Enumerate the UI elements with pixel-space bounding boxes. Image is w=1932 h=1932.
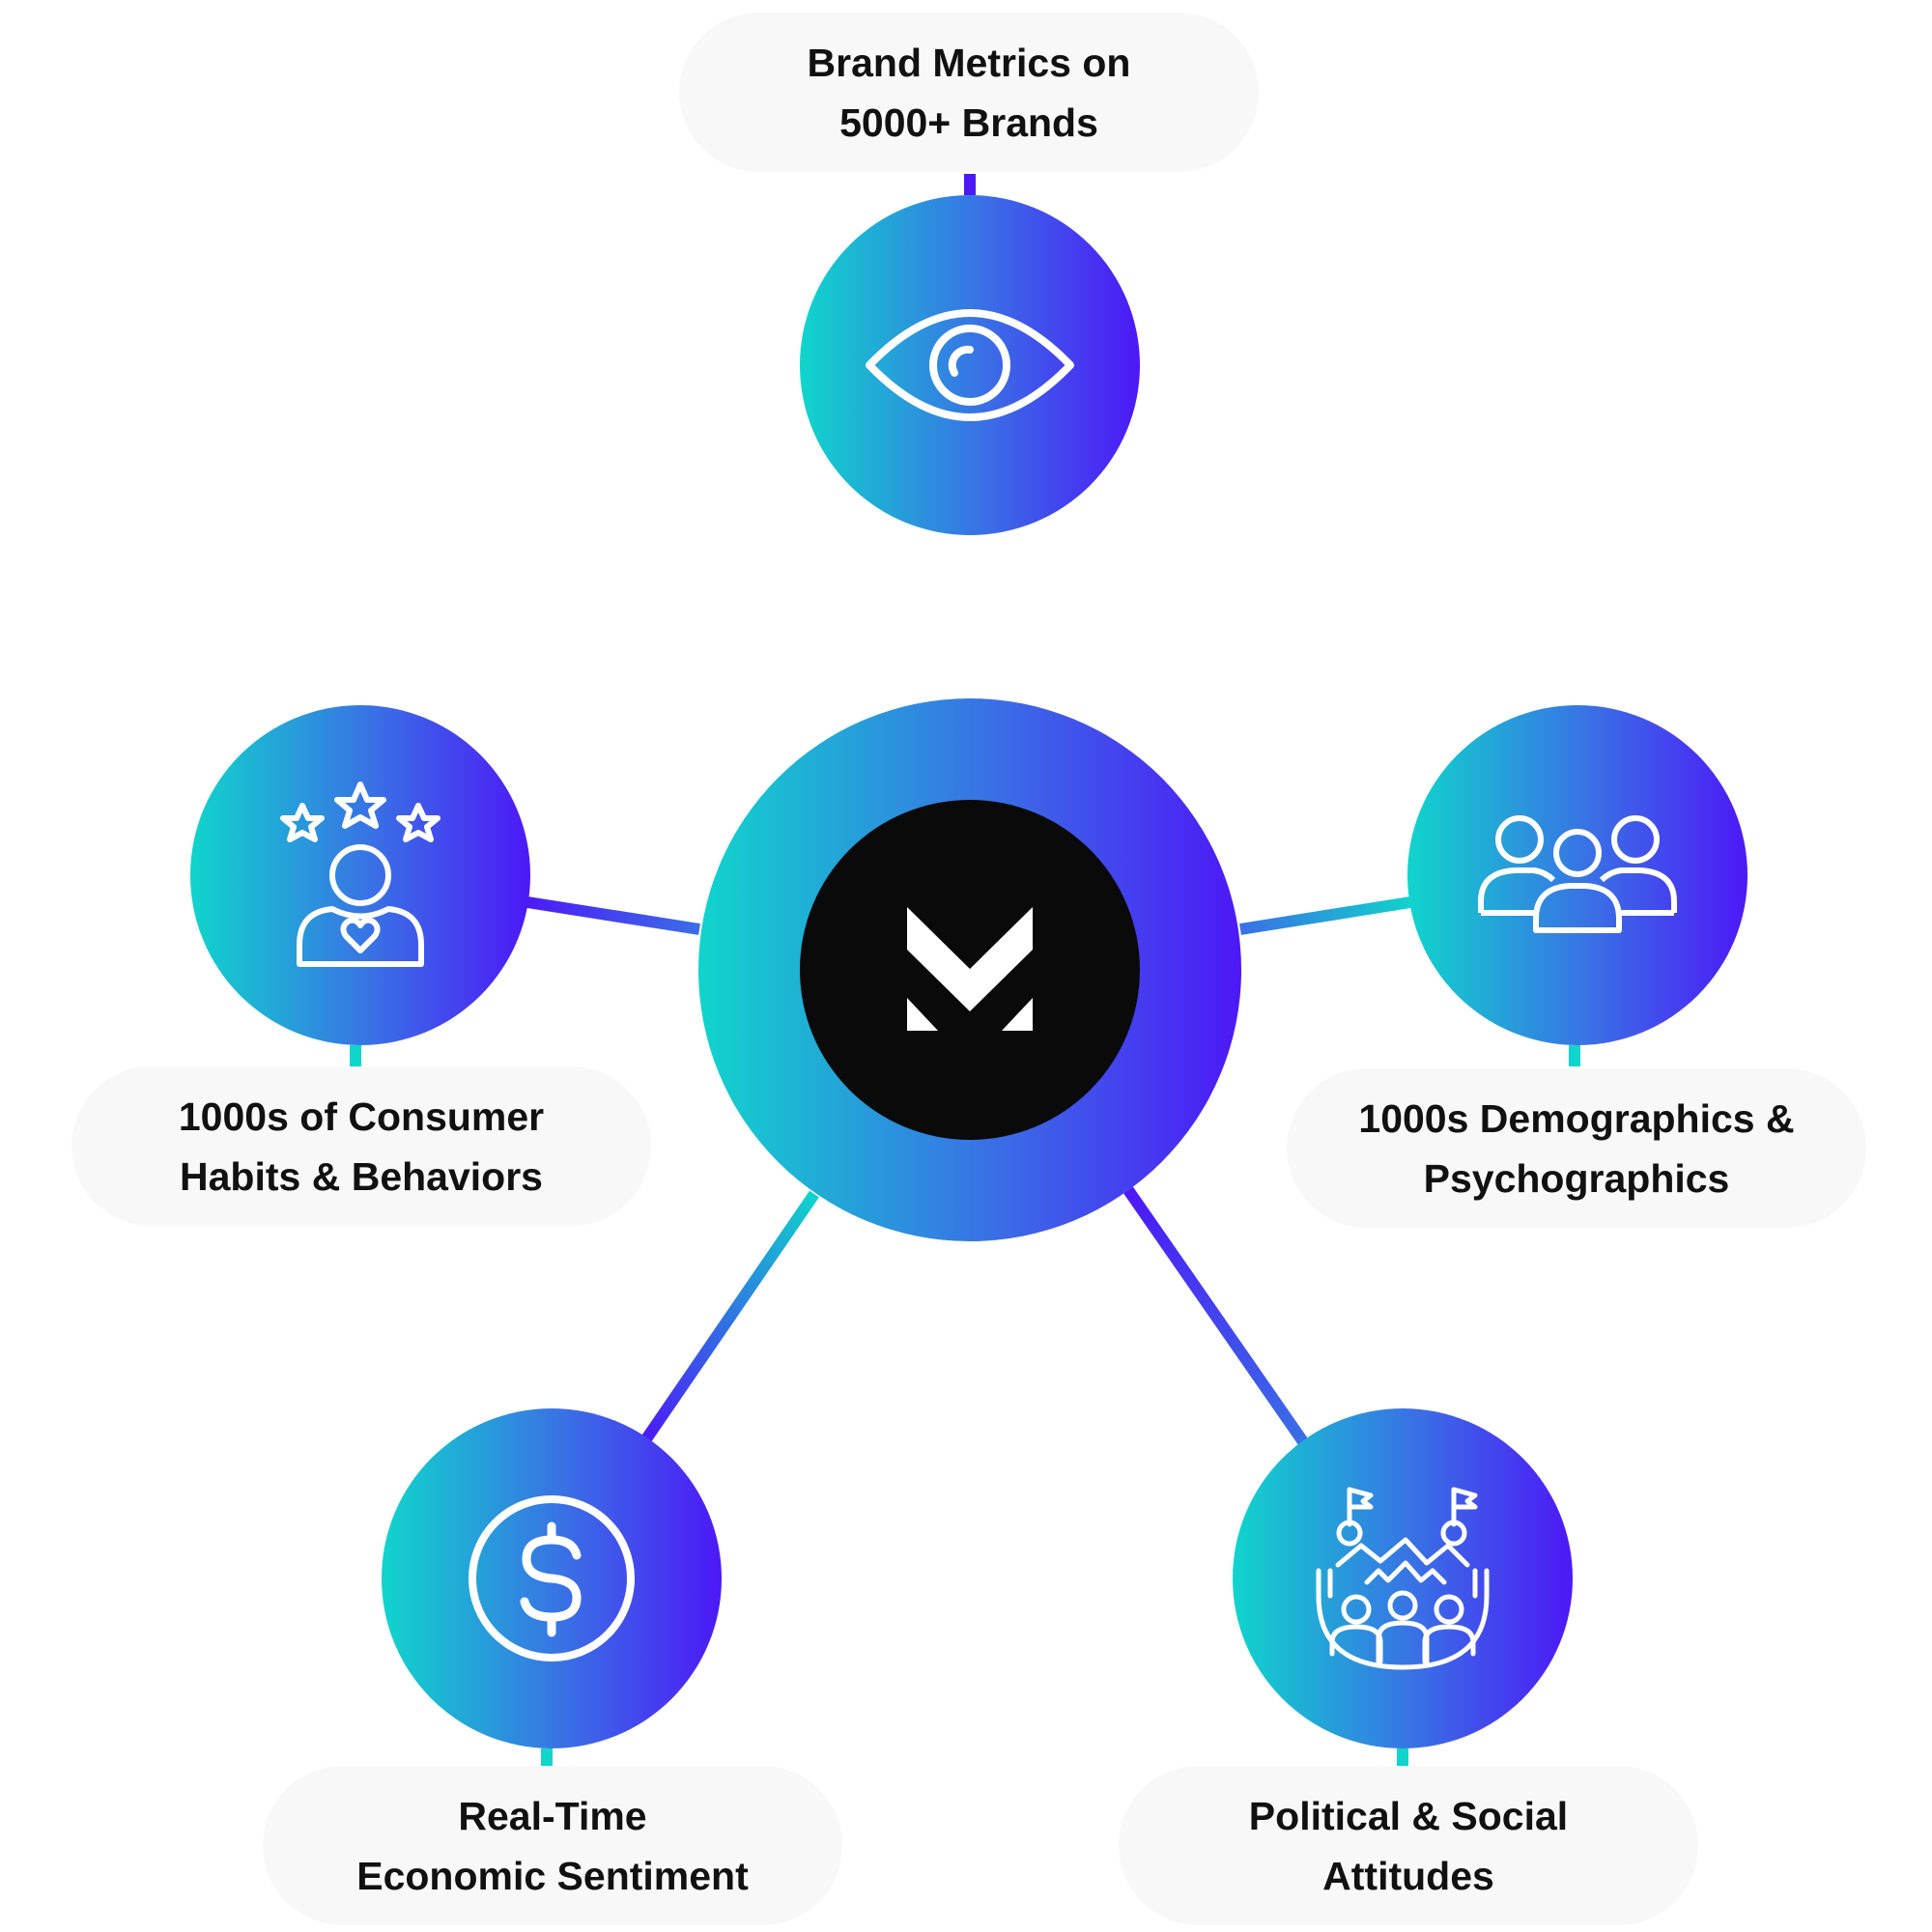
hub-core [800, 800, 1140, 1140]
label-demographics: 1000s Demographics & Psychographics [1287, 1068, 1866, 1228]
connector-left [526, 896, 700, 935]
label-demographics-line-2: Psychographics [1423, 1155, 1730, 1201]
crowd-flags-icon [1316, 1487, 1490, 1670]
label-brand-metrics: Brand Metrics on 5000+ Brands [679, 13, 1259, 172]
connector-right [1239, 896, 1411, 935]
eye-icon [866, 309, 1074, 421]
label-political-social-line-2: Attitudes [1322, 1853, 1494, 1898]
label-consumer-habits-line-2: Habits & Behaviors [180, 1153, 543, 1199]
dollar-coin-icon [469, 1495, 635, 1662]
label-consumer-habits: 1000s of Consumer Habits & Behaviors [71, 1066, 651, 1226]
label-political-social: Political & Social Attitudes [1119, 1766, 1698, 1925]
node-economic-sentiment [382, 1408, 722, 1748]
label-consumer-habits-line-1: 1000s of Consumer [178, 1094, 545, 1139]
label-brand-metrics-line-1: Brand Metrics on [807, 40, 1131, 85]
person-rating-stars-icon [280, 781, 440, 967]
label-economic-sentiment-line-1: Real-Time [458, 1793, 647, 1838]
label-brand-metrics-line-2: 5000+ Brands [839, 99, 1098, 145]
connector-bottom-right [1123, 1186, 1309, 1447]
node-consumer-habits [190, 705, 530, 1045]
node-political-social [1233, 1408, 1573, 1748]
connector-bottom-left [639, 1190, 819, 1447]
hub-node [698, 698, 1241, 1241]
label-demographics-line-1: 1000s Demographics & [1358, 1095, 1795, 1141]
group-people-icon [1478, 815, 1677, 933]
node-demographics [1407, 705, 1747, 1045]
m-logo-icon [907, 907, 1033, 1031]
node-brand-metrics [800, 195, 1140, 535]
label-economic-sentiment-line-2: Economic Sentiment [356, 1853, 749, 1898]
label-political-social-line-1: Political & Social [1248, 1793, 1569, 1838]
label-economic-sentiment: Real-Time Economic Sentiment [263, 1766, 842, 1925]
